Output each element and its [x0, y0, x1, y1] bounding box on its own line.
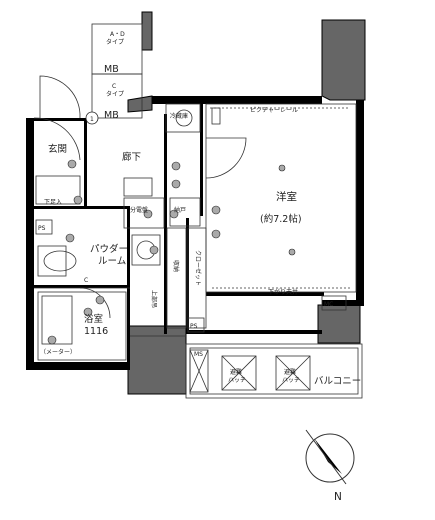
num-circle	[85, 111, 99, 125]
compass-north: N	[334, 491, 342, 503]
ms-label: MS	[194, 351, 203, 358]
thin-lines	[33, 23, 363, 399]
mb-label-top: MB	[104, 64, 119, 75]
ud-label: 分電盤	[130, 206, 148, 214]
room-bath-size: 1116	[84, 326, 108, 337]
mb-label-bottom: MB	[104, 110, 119, 121]
room-western: 洋室	[276, 190, 297, 203]
c-mark: C	[84, 277, 88, 284]
num-label: 1	[90, 116, 94, 123]
compass-needle-icon	[314, 438, 342, 474]
picture-rail-label: ピクチャーレール	[250, 107, 298, 114]
ad-type-label-2: タイプ	[106, 38, 124, 46]
compass: N	[305, 429, 355, 503]
room-powder-1: パウダー	[90, 243, 128, 255]
room-balcony: バルコニー	[314, 376, 361, 387]
storage-label: 納戸	[174, 206, 186, 214]
room-genkan: 玄関	[48, 143, 67, 155]
fire-hatch-2a: 避難	[284, 368, 296, 376]
structural-walls	[127, 11, 366, 395]
fire-hatch-1b: ハッチ	[228, 377, 246, 384]
ps-label-2: PS	[190, 323, 198, 330]
room-rouka: 廊下	[122, 151, 141, 163]
room-bath: 浴室	[84, 313, 103, 325]
closet-label-right: クローゼット	[194, 250, 202, 286]
fire-hatch-2b: ハッチ	[282, 377, 300, 384]
top-strip-label: 上部吊	[150, 290, 158, 308]
room-western-size: (約7.2帖)	[260, 213, 302, 225]
outlet-symbols	[47, 159, 296, 345]
kitchen-note: 冷蔵庫	[170, 112, 188, 120]
c-type-label: C	[112, 83, 116, 90]
lower-rail-label: 下がり天井	[268, 288, 298, 296]
shoe-storage-label: 下足入	[44, 199, 62, 206]
room-powder-2: ルーム	[98, 256, 126, 267]
ps-label-1: PS	[38, 225, 46, 232]
c-type-label-2: タイプ	[106, 90, 124, 98]
ad-type-label: A・D	[110, 31, 125, 38]
closet-label-left: 収納	[172, 260, 180, 272]
bath-note: （メーター）	[40, 348, 76, 356]
mc-label: MC	[324, 301, 333, 308]
exterior-walls	[26, 96, 364, 370]
fire-hatch-1a: 避難	[230, 368, 242, 376]
